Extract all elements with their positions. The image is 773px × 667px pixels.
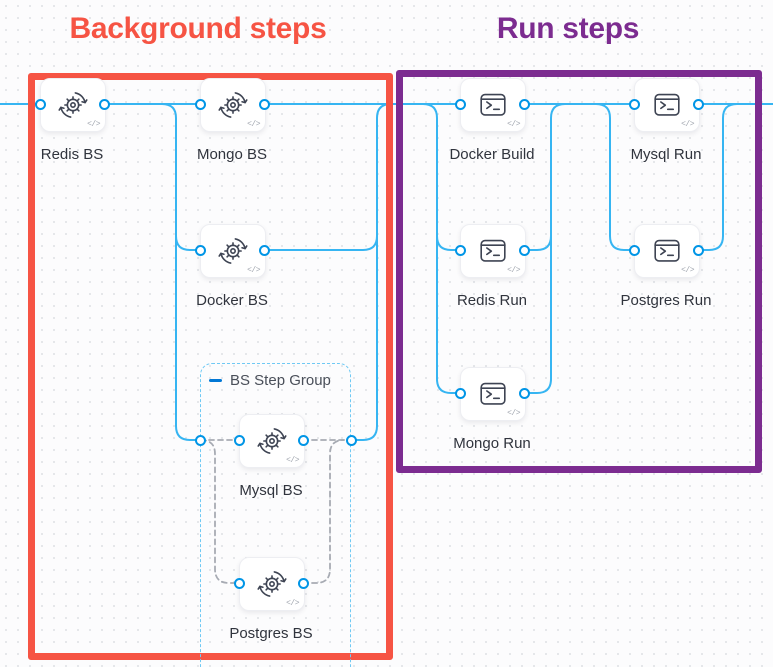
edge-split-to-group [161, 103, 201, 441]
step-group-output-port[interactable] [345, 434, 357, 446]
step-label: Mysql Run [630, 146, 702, 163]
step-group-input-port[interactable] [194, 434, 206, 446]
code-glyph: </> [247, 120, 260, 129]
code-glyph: </> [507, 120, 520, 129]
step-card[interactable]: </> [460, 367, 526, 421]
background-steps-title: Background steps [69, 12, 327, 45]
edge-split-to-mongo-run [422, 103, 461, 394]
background-steps-box [28, 73, 393, 660]
input-port[interactable] [628, 98, 640, 110]
code-glyph: </> [247, 266, 260, 275]
input-port[interactable] [34, 98, 46, 110]
collapse-icon[interactable] [209, 379, 222, 382]
step-label: Mongo Run [453, 435, 531, 452]
output-port[interactable] [98, 98, 110, 110]
step-card[interactable]: </> [200, 224, 266, 278]
output-port[interactable] [692, 244, 704, 256]
run-step-icon [480, 382, 506, 405]
step-label: Redis BS [40, 146, 104, 163]
output-port[interactable] [692, 98, 704, 110]
output-port[interactable] [297, 577, 309, 589]
step-label: Postgres Run [620, 292, 712, 309]
edge-split-to-redis-run [436, 235, 461, 251]
output-port[interactable] [297, 434, 309, 446]
background-step-icon [218, 92, 248, 118]
step-card[interactable]: </> [634, 78, 700, 132]
edge-postgres-run-merge [697, 103, 738, 251]
step-group-label: BS Step Group [230, 372, 331, 389]
background-step-icon [257, 428, 287, 454]
input-port[interactable] [454, 244, 466, 256]
background-step-icon [257, 571, 287, 597]
step-label: Docker BS [196, 292, 268, 309]
step-card[interactable]: </> [634, 224, 700, 278]
edge-split-to-postgres-run [595, 103, 635, 251]
step-group-header[interactable]: BS Step Group [209, 372, 331, 389]
input-port[interactable] [454, 98, 466, 110]
code-glyph: </> [87, 120, 100, 129]
run-step-icon [480, 93, 506, 116]
code-glyph: </> [286, 456, 299, 465]
edge-mongo-run-merge [523, 103, 566, 394]
step-label: Postgres BS [229, 625, 313, 642]
step-card[interactable]: </> [200, 78, 266, 132]
output-port[interactable] [258, 244, 270, 256]
input-port[interactable] [194, 98, 206, 110]
run-step-icon [654, 239, 680, 262]
background-step-icon [218, 238, 248, 264]
output-port[interactable] [518, 244, 530, 256]
input-port[interactable] [233, 434, 245, 446]
step-card[interactable]: </> [239, 557, 305, 611]
step-card[interactable]: </> [460, 224, 526, 278]
input-port[interactable] [628, 244, 640, 256]
code-glyph: </> [681, 120, 694, 129]
step-label: Mysql BS [239, 482, 303, 499]
output-port[interactable] [258, 98, 270, 110]
background-step-icon [58, 92, 88, 118]
step-label: Mongo BS [196, 146, 268, 163]
edge-group-merge [350, 103, 392, 441]
code-glyph: </> [286, 599, 299, 608]
step-group-box[interactable] [200, 363, 351, 667]
run-step-icon [480, 239, 506, 262]
edge-group-out-postgres [302, 439, 345, 584]
input-port[interactable] [194, 244, 206, 256]
code-glyph: </> [681, 266, 694, 275]
step-label: Docker Build [449, 146, 535, 163]
input-port[interactable] [454, 387, 466, 399]
code-glyph: </> [507, 409, 520, 418]
output-port[interactable] [518, 387, 530, 399]
edge-split-to-docker-bs [175, 235, 201, 251]
code-glyph: </> [507, 266, 520, 275]
step-label: Redis Run [456, 292, 528, 309]
run-steps-title: Run steps [496, 12, 640, 45]
edge-group-in-postgres [200, 439, 240, 584]
input-port[interactable] [233, 577, 245, 589]
step-card[interactable]: </> [460, 78, 526, 132]
output-port[interactable] [518, 98, 530, 110]
step-card[interactable]: </> [40, 78, 106, 132]
run-steps-box [396, 70, 762, 473]
step-card[interactable]: </> [239, 414, 305, 468]
run-step-icon [654, 93, 680, 116]
